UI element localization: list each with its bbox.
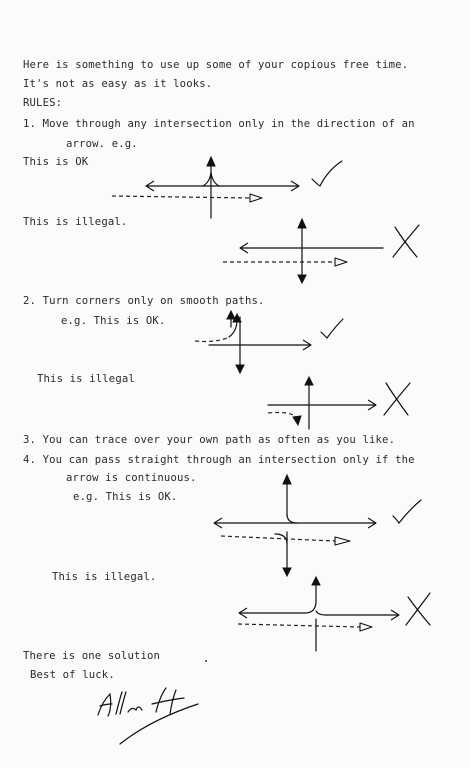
rules-heading: RULES:	[23, 97, 63, 109]
check-mark-icon	[311, 160, 343, 187]
cross-mark-icon	[392, 224, 420, 258]
intro-line-2: It's not as easy as it looks.	[23, 78, 213, 90]
rule-3-line-1: 3. You can trace over your own path as o…	[23, 434, 396, 446]
rule-4-line-1: 4. You can pass straight through an inte…	[23, 454, 415, 466]
rule-1-line-1: 1. Move through any intersection only in…	[23, 118, 415, 130]
rule-1-illegal-diagram	[223, 217, 420, 285]
rule-1-line-2: arrow. e.g.	[66, 138, 138, 150]
signature	[97, 687, 199, 745]
cross-mark-icon	[405, 592, 431, 626]
rule-2-line-1: 2. Turn corners only on smooth paths.	[23, 295, 265, 307]
cross-mark-icon	[383, 382, 411, 416]
closing-line-1: There is one solution	[23, 650, 161, 662]
check-mark-icon	[392, 499, 422, 525]
rule-1-illegal-label: This is illegal.	[23, 216, 128, 228]
rule-4-line-2: arrow is continuous.	[66, 472, 197, 484]
rule-1-ok-label: This is OK	[23, 156, 89, 168]
rule-4-ok-label: e.g. This is OK.	[73, 491, 178, 503]
check-mark-icon	[320, 318, 344, 339]
rule-2-illegal-diagram	[267, 375, 411, 430]
intro-line-1: Here is something to use up some of your…	[23, 59, 409, 71]
rule-4-illegal-diagram	[237, 575, 431, 652]
rule-2-ok-diagram	[194, 309, 344, 375]
rule-4-ok-diagram	[213, 473, 422, 578]
rule-2-illegal-label: This is illegal	[37, 373, 135, 385]
rule-4-illegal-label: This is illegal.	[52, 571, 157, 583]
stray-dot	[205, 660, 207, 662]
rule-1-ok-diagram	[111, 155, 343, 219]
closing-line-2: Best of luck.	[30, 669, 115, 681]
rule-2-ok-label: e.g. This is OK.	[61, 315, 166, 327]
